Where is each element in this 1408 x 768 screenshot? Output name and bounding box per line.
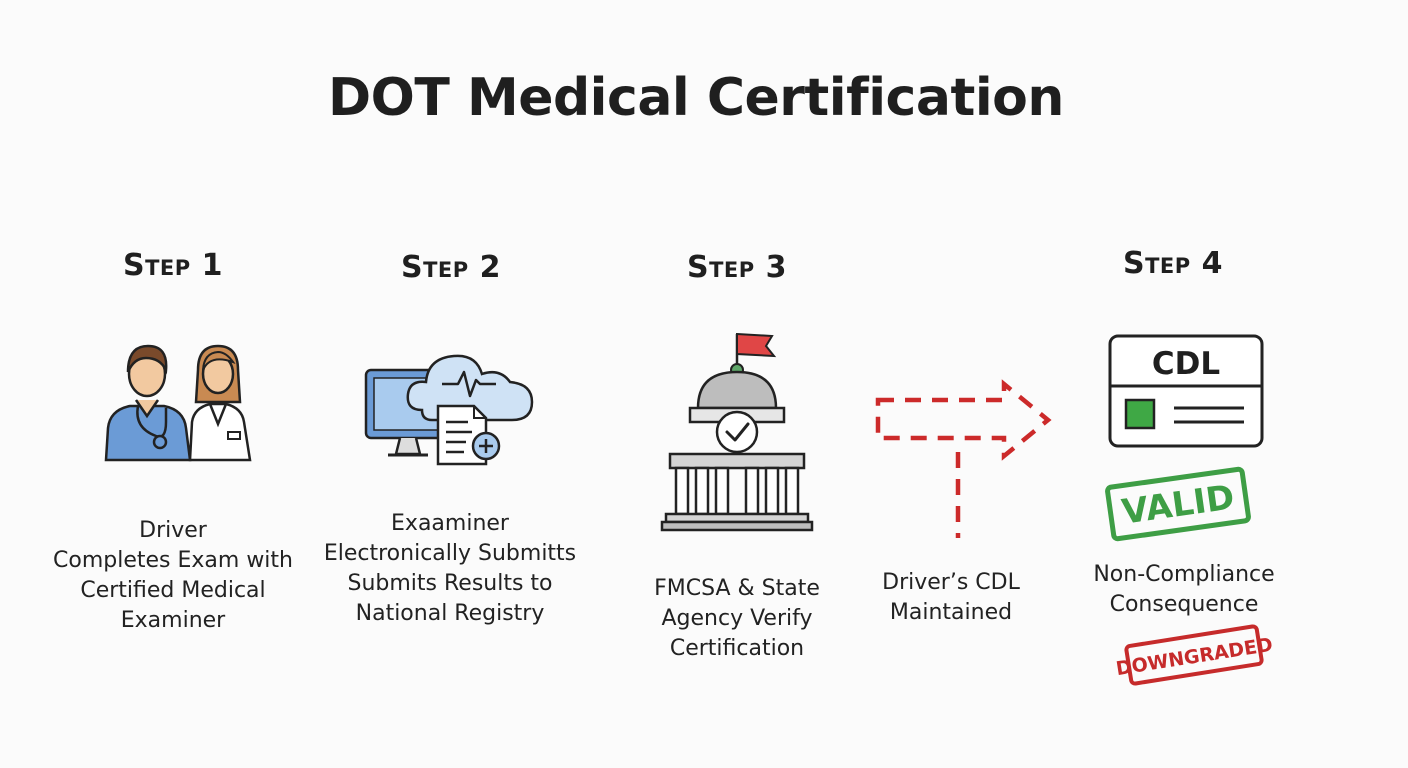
step-1-description: Driver Completes Exam with Certified Med… bbox=[53, 518, 293, 633]
downgraded-stamp: DOWNGRADED bbox=[1114, 624, 1274, 686]
arrow-caption: Driver’s CDL Maintained bbox=[882, 570, 1020, 625]
step-4-label: Step 4 bbox=[1123, 246, 1223, 281]
step-4-description: Non-Compliance Consequence bbox=[1093, 562, 1275, 617]
government-building-icon bbox=[660, 332, 814, 532]
cdl-license-card-icon: CDL bbox=[1108, 334, 1264, 448]
step-2-description: Exaaminer Electronically Submitts Submit… bbox=[323, 511, 577, 626]
cdl-card-text: CDL bbox=[1152, 346, 1220, 382]
valid-stamp: VALID bbox=[1105, 466, 1251, 542]
page-title: DOT Medical Certification bbox=[328, 68, 1064, 128]
step-2-label: Step 2 bbox=[401, 250, 501, 285]
step-1-label: Step 1 bbox=[123, 248, 223, 283]
dashed-arrow-icon bbox=[875, 379, 1052, 538]
step-3-description: FMCSA & State Agency Verify Certificatio… bbox=[654, 576, 820, 661]
step-3-label: Step 3 bbox=[687, 250, 787, 285]
doctor-and-nurse-icon bbox=[104, 344, 252, 462]
computer-cloud-upload-icon bbox=[364, 354, 534, 466]
